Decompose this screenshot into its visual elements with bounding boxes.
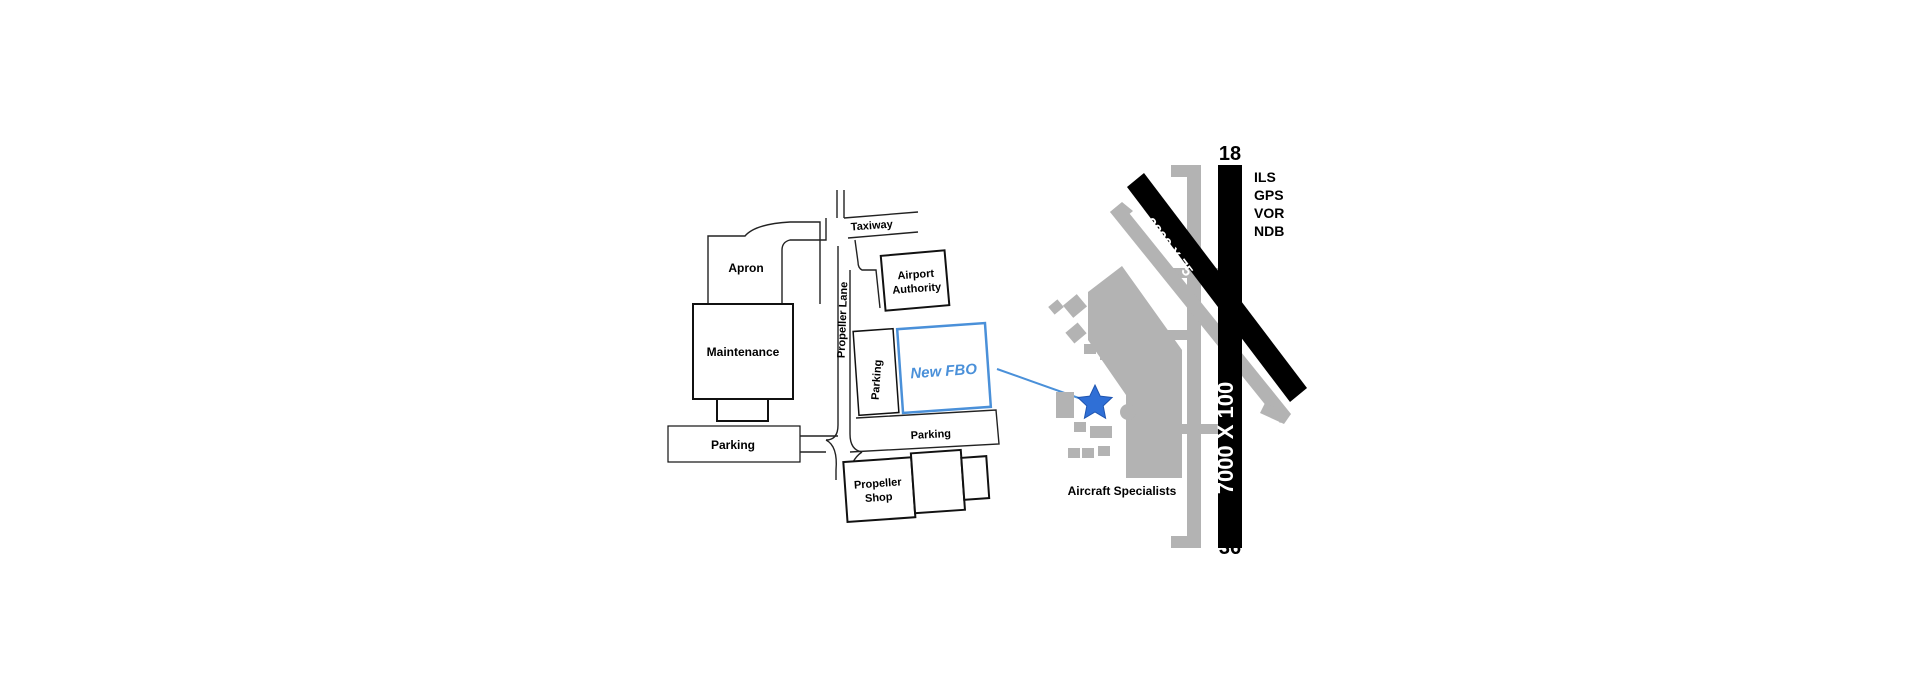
new-fbo-building [895,321,993,415]
runway-end-18: 18 [1219,143,1241,165]
new-fbo-label: New FBO [910,361,978,383]
approach-gps: GPS [1254,187,1284,203]
propeller-shop-label-line2: Shop [865,491,894,505]
approaches-list: ILS GPS VOR NDB [1254,169,1284,239]
runway-main [1218,165,1242,548]
maintenance-annex [716,398,769,422]
airport-authority-label-line2: Authority [892,281,942,296]
parking-center-lot [849,409,1000,453]
parallel-taxiway [1187,165,1201,548]
approach-ils: ILS [1254,169,1276,185]
propeller-shop-label-line1: Propeller [854,476,903,491]
runway-end-36: 36 [1219,537,1241,559]
fbo-connector-line [996,368,1091,403]
maintenance-building [692,303,794,400]
runway-main-dims: 7000 X 100 [1213,382,1238,495]
apron-outline [707,221,821,304]
site-plan: Taxiway Apron Propeller Lane Airport Aut… [667,190,1091,524]
approach-ndb: NDB [1254,223,1284,239]
airport-authority-building [879,249,951,312]
taxiway-lines [836,190,919,239]
airport-diagram: 3899 X 75 7000 X 100 18 36 ILS GPS VOR N… [1048,143,1307,559]
apron-label: Apron [728,261,763,275]
parking-center-label: Parking [910,428,951,442]
taxiway-label: Taxiway [850,218,894,233]
parking-vertical-lot [852,327,900,417]
maintenance-label: Maintenance [707,345,780,359]
cross-runway-taxiway [1110,202,1291,424]
aircraft-specialists-label: Aircraft Specialists [1068,484,1177,498]
airport-authority-label-line1: Airport [897,268,935,283]
main-apron [1088,266,1182,478]
star-icon [1076,383,1114,420]
aircraft-specialists-buildings [1048,294,1136,458]
runway-cross [1127,173,1307,402]
parking-vertical-label: Parking [870,359,885,400]
approach-vor: VOR [1254,205,1284,221]
propeller-lane-label: Propeller Lane [836,281,851,358]
parking-left-label: Parking [711,438,755,452]
parking-left-lot [667,425,801,463]
propeller-shop-building [842,448,991,524]
